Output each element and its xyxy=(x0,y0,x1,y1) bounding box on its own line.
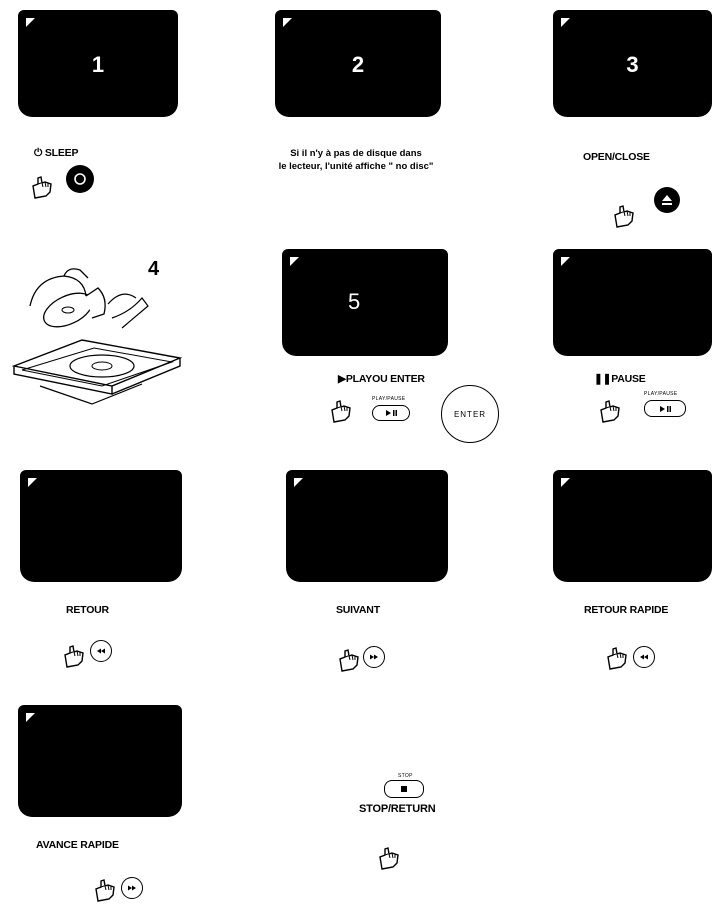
corner-mark xyxy=(561,18,570,27)
rewind-icon xyxy=(639,654,649,660)
step-number: 2 xyxy=(275,52,441,78)
play-pause-button[interactable] xyxy=(372,405,410,421)
eject-icon xyxy=(660,193,674,207)
retour-rapide-label: RETOUR RAPIDE xyxy=(584,604,668,616)
hand-icon xyxy=(64,643,86,669)
corner-mark xyxy=(283,18,292,27)
display-pause xyxy=(553,249,712,356)
play-enter-label: ▶PLAYOU ENTER xyxy=(338,373,425,385)
no-disc-note-line2: le lecteur, l'unité affiche " no disc" xyxy=(236,160,476,173)
corner-mark xyxy=(290,257,299,266)
open-close-label: OPEN/CLOSE xyxy=(583,151,650,163)
hand-icon xyxy=(331,398,353,424)
enter-button-label: ENTER xyxy=(454,410,486,419)
no-disc-note: Si il n'y à pas de disque dans le lecteu… xyxy=(236,147,476,173)
display-avance-rapide xyxy=(18,705,182,817)
step-number: 5 xyxy=(348,289,360,315)
next-icon xyxy=(369,654,379,660)
step-number: 3 xyxy=(553,52,712,78)
stop-icon xyxy=(400,785,408,793)
retour-label: RETOUR xyxy=(66,604,109,616)
stop-button-caption: STOP xyxy=(398,773,413,779)
pause-button-caption: PLAY/PAUSE xyxy=(644,391,677,397)
pause-button[interactable] xyxy=(644,400,686,417)
display-step-5: 5 xyxy=(282,249,448,356)
corner-mark xyxy=(294,478,303,487)
corner-mark xyxy=(26,713,35,722)
previous-button[interactable] xyxy=(90,640,112,662)
hand-icon xyxy=(339,647,361,673)
play-pause-icon xyxy=(658,405,672,413)
corner-mark xyxy=(561,478,570,487)
display-step-3: 3 xyxy=(553,10,712,117)
stop-return-label: STOP/RETURN xyxy=(359,803,435,815)
hand-icon xyxy=(607,645,629,671)
avance-rapide-label: AVANCE RAPIDE xyxy=(36,839,119,851)
hand-icon xyxy=(379,845,401,871)
play-pause-icon xyxy=(384,409,398,417)
step-number: 1 xyxy=(18,52,178,78)
hand-icon xyxy=(614,203,636,229)
corner-mark xyxy=(561,257,570,266)
hand-icon xyxy=(600,398,622,424)
forward-button[interactable] xyxy=(121,877,143,899)
eject-button[interactable] xyxy=(654,187,680,213)
next-button[interactable] xyxy=(363,646,385,668)
display-suivant xyxy=(286,470,448,582)
step-4-number: 4 xyxy=(148,258,159,281)
no-disc-note-line1: Si il n'y à pas de disque dans xyxy=(236,147,476,160)
enter-button[interactable]: ENTER xyxy=(441,385,499,443)
rewind-button[interactable] xyxy=(633,646,655,668)
display-step-1: 1 xyxy=(18,10,178,117)
play-pause-caption: PLAY/PAUSE xyxy=(372,396,405,402)
power-button[interactable] xyxy=(66,165,94,193)
prev-icon xyxy=(96,648,106,654)
pause-label: ❚❚PAUSE xyxy=(594,373,646,385)
hand-icon xyxy=(95,877,117,903)
corner-mark xyxy=(26,18,35,27)
display-retour-rapide xyxy=(553,470,712,582)
forward-icon xyxy=(127,885,137,891)
display-step-2: 2 xyxy=(275,10,441,117)
power-icon xyxy=(72,171,88,187)
suivant-label: SUIVANT xyxy=(336,604,380,616)
display-retour xyxy=(20,470,182,582)
corner-mark xyxy=(28,478,37,487)
sleep-label: ⏻ SLEEP xyxy=(34,147,78,160)
stop-button[interactable] xyxy=(384,780,424,798)
hand-icon xyxy=(32,174,54,200)
